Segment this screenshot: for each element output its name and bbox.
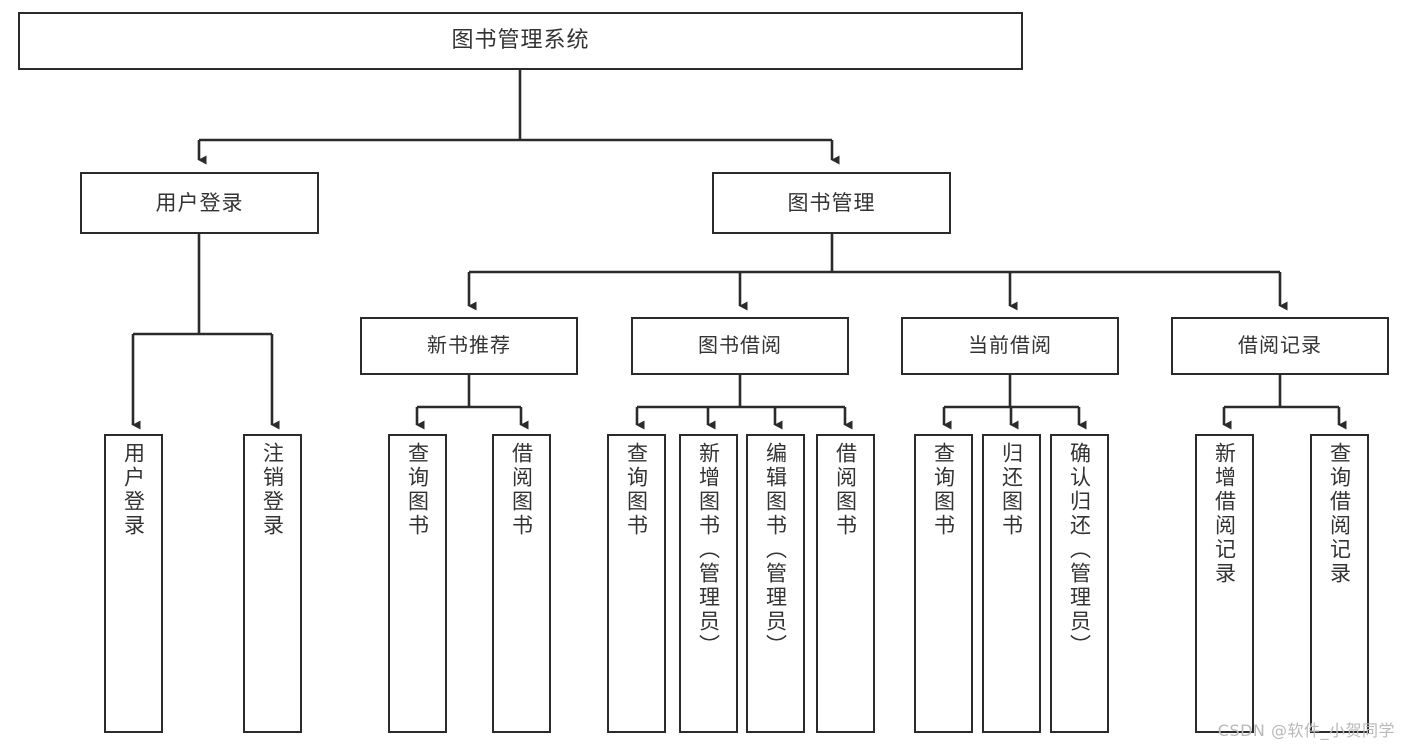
node-user-login[interactable]: 用户登录 — [80, 172, 319, 234]
leaf-new-book-borrow-book[interactable]: 借阅图书 — [492, 434, 551, 733]
node-label: 图书借阅 — [698, 333, 782, 358]
node-label: 图书管理系统 — [451, 28, 590, 54]
node-label: 确认归还（管理员） — [1067, 442, 1092, 658]
node-label: 当前借阅 — [968, 333, 1052, 358]
node-label: 图书管理 — [787, 190, 876, 215]
leaf-book-borrow-edit-book-admin[interactable]: 编辑图书（管理员） — [746, 434, 805, 733]
node-book-borrow[interactable]: 图书借阅 — [631, 317, 849, 375]
node-current-borrow[interactable]: 当前借阅 — [901, 317, 1119, 375]
node-label: 新增借阅记录 — [1212, 442, 1237, 586]
leaf-book-borrow-add-book-admin[interactable]: 新增图书（管理员） — [679, 434, 738, 733]
node-label: 借阅图书 — [509, 442, 534, 538]
node-label: 用户登录 — [155, 190, 244, 215]
watermark-text: CSDN @软件_小贺同学 — [1217, 721, 1395, 740]
leaf-book-borrow-query-book[interactable]: 查询图书 — [607, 434, 666, 733]
leaf-user-login-logout[interactable]: 注销登录 — [243, 434, 302, 733]
node-label: 查询图书 — [624, 442, 649, 538]
node-book-management[interactable]: 图书管理 — [712, 172, 951, 234]
node-new-book-recommend[interactable]: 新书推荐 — [360, 317, 578, 375]
node-label: 用户登录 — [121, 442, 146, 538]
node-label: 注销登录 — [260, 442, 285, 538]
node-label: 编辑图书（管理员） — [763, 442, 788, 658]
node-label: 查询图书 — [931, 442, 956, 538]
leaf-current-borrow-confirm-return-admin[interactable]: 确认归还（管理员） — [1050, 434, 1109, 733]
node-label: 归还图书 — [999, 442, 1024, 538]
node-root-book-management-system[interactable]: 图书管理系统 — [18, 12, 1023, 70]
leaf-book-borrow-borrow-book[interactable]: 借阅图书 — [816, 434, 875, 733]
leaf-user-login-login[interactable]: 用户登录 — [104, 434, 163, 733]
leaf-current-borrow-query-book[interactable]: 查询图书 — [914, 434, 973, 733]
node-label: 借阅记录 — [1238, 333, 1322, 358]
leaf-new-book-query-book[interactable]: 查询图书 — [388, 434, 447, 733]
leaf-borrow-record-query-record[interactable]: 查询借阅记录 — [1310, 434, 1369, 733]
leaf-current-borrow-return-book[interactable]: 归还图书 — [982, 434, 1041, 733]
node-label: 查询借阅记录 — [1327, 442, 1352, 586]
node-label: 查询图书 — [405, 442, 430, 538]
node-label: 借阅图书 — [833, 442, 858, 538]
node-label: 新书推荐 — [427, 333, 511, 358]
node-borrow-record[interactable]: 借阅记录 — [1171, 317, 1389, 375]
leaf-borrow-record-add-record[interactable]: 新增借阅记录 — [1195, 434, 1254, 733]
node-label: 新增图书（管理员） — [696, 442, 721, 658]
